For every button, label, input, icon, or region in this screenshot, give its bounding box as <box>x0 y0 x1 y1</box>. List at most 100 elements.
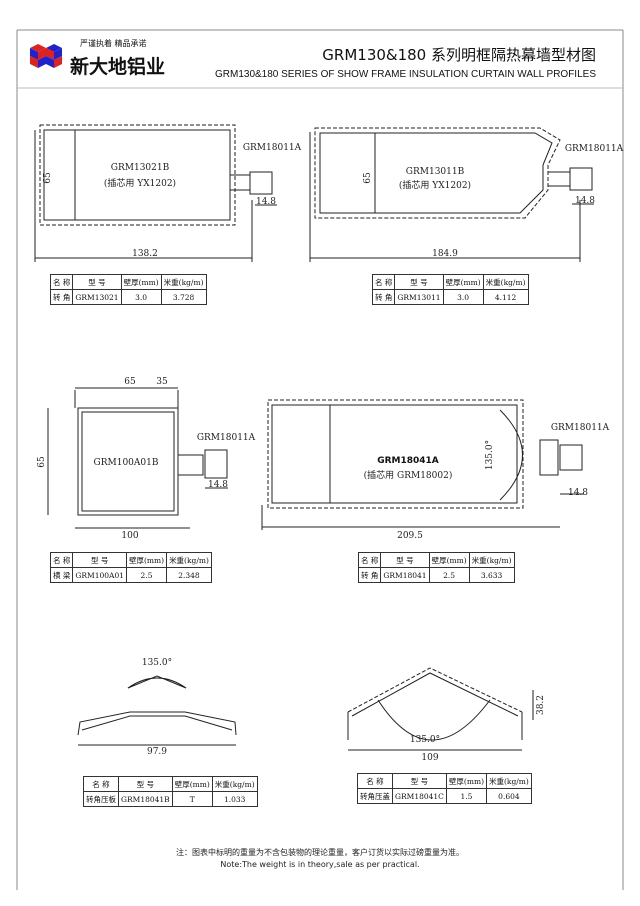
table-cell: 壁厚(mm) <box>445 773 488 789</box>
table-cell: 型 号 <box>394 274 444 290</box>
table-cell: 米重(kg/m) <box>486 773 532 789</box>
table-cell: 2.348 <box>166 567 212 583</box>
angle-label: 135.0° <box>142 658 172 668</box>
table-cell: 壁厚(mm) <box>171 776 213 792</box>
table-cell: 2.5 <box>428 567 470 583</box>
table-cell: GRM13021 <box>72 289 122 305</box>
table-cell: 0.604 <box>486 788 532 804</box>
table-cell: 转角压盖 <box>357 788 393 804</box>
strip-label: GRM18011A <box>565 144 624 154</box>
table-cell: 转角压板 <box>83 791 119 807</box>
table-cell: 转 角 <box>357 567 382 583</box>
table-cell: GRM100A01 <box>72 567 127 583</box>
table-cell: 3.0 <box>442 289 484 305</box>
page-frame <box>16 29 624 890</box>
strip-width: 14.8 <box>568 488 588 498</box>
profile-grm18041b-drawing <box>77 675 237 746</box>
dimension-top-2: 35 <box>156 377 168 387</box>
table-cell: GRM18041 <box>380 567 430 583</box>
table-cell: GRM18041C <box>392 788 447 804</box>
table-cell: 名 称 <box>357 773 393 789</box>
dimension-height: 65 <box>37 456 47 468</box>
profile-grm18041c-drawing <box>347 667 534 751</box>
strip-width: 14.8 <box>575 196 595 206</box>
table-cell: 型 号 <box>72 552 127 568</box>
table-cell: 横 梁 <box>49 567 74 583</box>
company-logo-icon <box>30 44 62 68</box>
footer-note-en: Note:The weight is in theory,sale as per… <box>220 860 419 869</box>
table-cell: 名 称 <box>49 274 74 290</box>
strip-width: 14.8 <box>208 480 228 490</box>
table-cell: 米重(kg/m) <box>166 552 212 568</box>
profile-grm100a01b-drawing <box>47 387 228 529</box>
strip-label: GRM18011A <box>551 423 610 433</box>
table-cell: 1.033 <box>211 791 258 807</box>
table-cell: 3.633 <box>468 567 515 583</box>
page-title: GRM130&180 系列明框隔热幕墙型材图 <box>322 46 596 64</box>
profile-label: GRM13011B <box>406 167 465 177</box>
table-cell: 型 号 <box>392 773 447 789</box>
table-cell: GRM13011 <box>394 289 444 305</box>
table-cell: 转 角 <box>49 289 74 305</box>
table-cell: 米重(kg/m) <box>482 274 529 290</box>
strip-label: GRM18011A <box>197 433 256 443</box>
table-cell: 壁厚(mm) <box>125 552 168 568</box>
table-cell: 名 称 <box>83 776 119 792</box>
strip-label: GRM18011A <box>243 143 302 153</box>
table-cell: 转 角 <box>371 289 396 305</box>
table-cell: 米重(kg/m) <box>211 776 258 792</box>
company-slogan: 严谨执着 精品承诺 <box>80 39 147 48</box>
table-cell: 壁厚(mm) <box>428 552 470 568</box>
dimension-width: 184.9 <box>432 249 458 259</box>
table-cell: 3.728 <box>160 289 207 305</box>
profile-insert-note: (插芯用 YX1202) <box>399 179 471 191</box>
table-cell: GRM18041B <box>118 791 173 807</box>
angle-label: 135.0° <box>485 440 495 470</box>
dimension-width: 109 <box>421 753 438 763</box>
table-cell: 4.112 <box>482 289 529 305</box>
table-cell: 壁厚(mm) <box>442 274 484 290</box>
table-cell: 2.5 <box>125 567 168 583</box>
dimension-width: 209.5 <box>397 531 423 541</box>
dimension-width: 100 <box>121 531 138 541</box>
dimension-width: 97.9 <box>147 747 167 757</box>
table-cell: T <box>171 791 213 807</box>
profile-grm13011b-drawing <box>309 127 594 262</box>
profile-grm18041a-drawing <box>261 399 584 530</box>
table-cell: 米重(kg/m) <box>468 552 515 568</box>
table-cell: 名 称 <box>49 552 74 568</box>
strip-width: 14.8 <box>256 197 276 207</box>
dimension-top-1: 65 <box>124 377 136 387</box>
dimension-height: 38.2 <box>536 695 546 715</box>
profile-insert-note: (插芯用 GRM18002) <box>364 469 453 481</box>
table-cell: 米重(kg/m) <box>160 274 207 290</box>
page-subtitle: GRM130&180 SERIES OF SHOW FRAME INSULATI… <box>214 69 596 80</box>
dimension-height: 65 <box>363 172 373 184</box>
dimension-height: 65 <box>43 172 53 184</box>
angle-label: 135.0° <box>410 735 440 745</box>
profile-label: GRM100A01B <box>94 458 159 468</box>
table-cell: 1.5 <box>445 788 488 804</box>
table-cell: 壁厚(mm) <box>120 274 162 290</box>
profile-label: GRM18041A <box>377 456 439 466</box>
profile-insert-note: (插芯用 YX1202) <box>104 177 176 189</box>
table-cell: 名 称 <box>371 274 396 290</box>
table-cell: 型 号 <box>118 776 173 792</box>
table-cell: 名 称 <box>357 552 382 568</box>
table-cell: 型 号 <box>380 552 430 568</box>
table-cell: 型 号 <box>72 274 122 290</box>
